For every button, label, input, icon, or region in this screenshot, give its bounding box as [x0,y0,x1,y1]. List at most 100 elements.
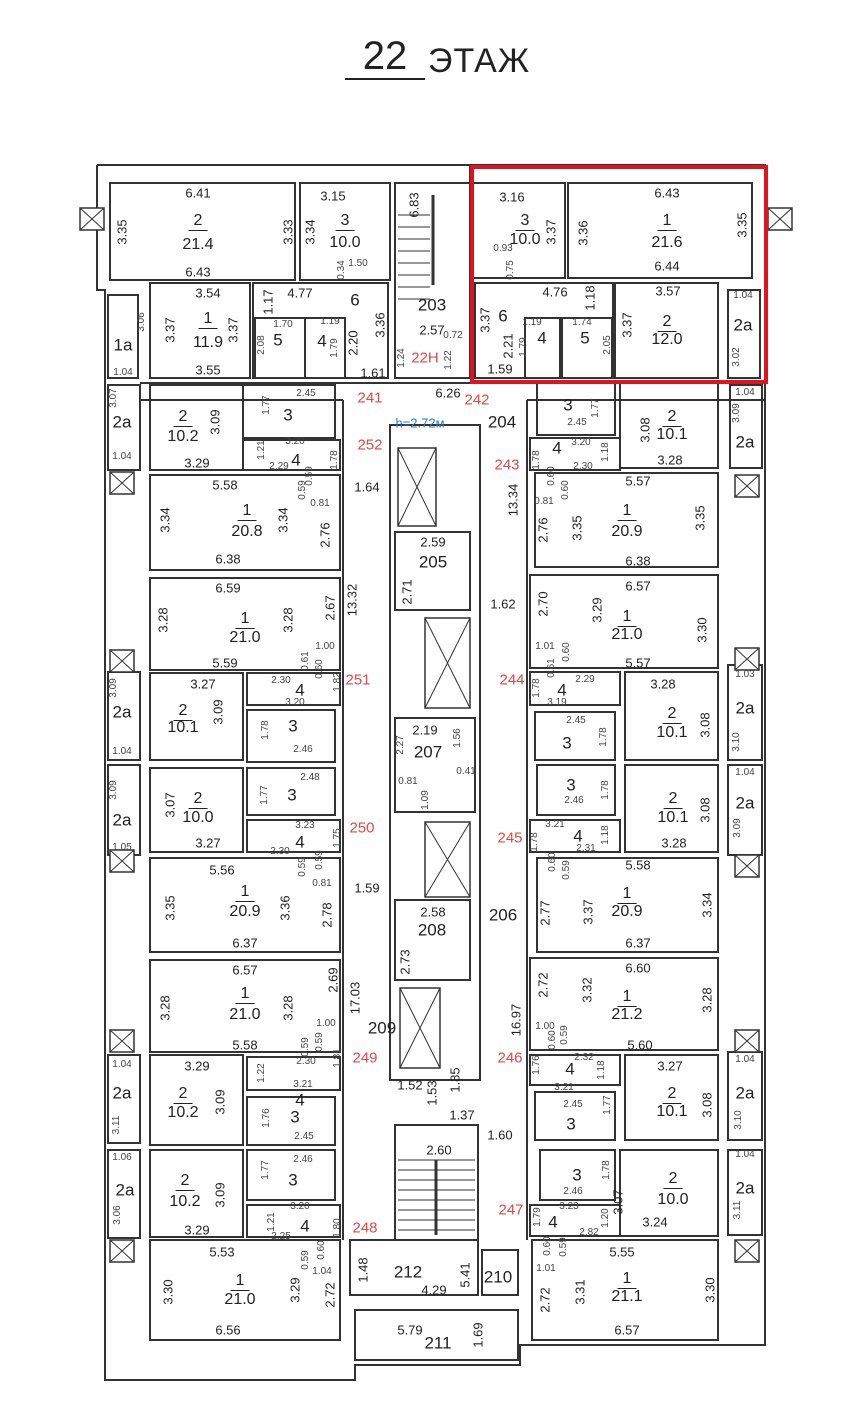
dimension-label: 3.24 [642,1214,668,1230]
room-number: 1 [235,986,255,1004]
dimension-label: 2.08 [256,335,267,355]
dimension-label: 6.37 [232,935,258,951]
dimension-label: 3.23 [295,820,315,831]
dimension-label: 0.81 [312,878,332,889]
bathroom [254,317,306,379]
room-label: 3 [566,775,576,795]
dimension-label: 0.34 [336,260,347,280]
room-label: 2a [112,702,132,722]
elevator-shaft [424,617,471,709]
dimension-label: 2.82 [579,1227,599,1238]
bathroom [246,1096,336,1146]
room-label: 204 [487,412,517,432]
dimension-label: 2.19 [412,722,438,738]
room-area: 21.0 [229,1006,261,1023]
floor-number: 22 [345,34,425,80]
dimension-label: 2.76 [317,522,333,548]
dimension-label: 1.04 [733,290,753,301]
dimension-label: 3.09 [212,1089,228,1115]
dimension-label: 5.57 [625,655,651,671]
balcony [727,1149,763,1236]
room [149,672,244,761]
dimension-label: 4.77 [287,285,313,301]
dimension-label: 0.72 [443,330,463,341]
dimension-label: 1.53 [424,1080,440,1106]
dimension-label: 1.85 [447,1067,463,1093]
vent-cross-icon [79,207,105,231]
balcony [107,1149,141,1239]
room [624,671,719,761]
room-number: 1 [237,503,257,521]
room-number: 2 [657,314,677,332]
bathroom [539,1149,616,1201]
vent-cross-icon [734,474,760,498]
vent-cross-icon [734,854,760,878]
dimension-label: 3.31 [572,1279,588,1305]
dimension-label: 3.30 [694,617,710,643]
lobby-207 [394,717,476,813]
dimension-label: 1.78 [260,720,271,740]
bathroom [536,764,616,816]
dimension-label: 1.18 [582,285,598,311]
dimension-label: 6.57 [232,962,258,978]
dimension-label: 1.22 [443,350,454,370]
room-area: 21.0 [229,629,261,646]
dimension-label: 0.60 [561,642,572,662]
dimension-label: 3.09 [108,780,119,800]
room-area: 10.0 [657,1191,689,1208]
dimension-label: 3.28 [157,995,173,1021]
dimension-label: 1.81 [332,1048,343,1068]
room-label: 2a [733,315,753,335]
room-label: 3 [288,1170,298,1190]
room-label: 4 [573,826,583,846]
room-label: 3 [563,395,573,415]
dimension-label: 6.37 [625,935,651,951]
bathroom [246,1149,336,1201]
dimension-label: 1.21 [266,1212,277,1232]
room-number: 1 [617,886,637,904]
dimension-label: 3.16 [499,189,525,205]
room-number: 3 [515,213,535,231]
room-number: 1 [617,609,637,627]
dimension-label: 0.59 [559,1025,570,1045]
room-area: 10.2 [167,1104,199,1121]
dimension-label: 3.28 [650,676,676,692]
dimension-label: 3.36 [372,312,388,338]
dimension-label: 3.35 [162,895,178,921]
dimension-label: 2.48 [300,772,320,783]
room [624,1054,719,1141]
room-label: 4 [295,1090,305,1110]
room-number: 2 [173,703,193,721]
room-area: 12.0 [651,331,683,348]
dimension-label: 1.21 [256,440,267,460]
ceiling-height-note: h=2.72м [395,415,445,431]
dimension-label: 0.59 [297,857,308,877]
lobby-205 [394,531,471,611]
dimension-label: 4.29 [421,1282,447,1298]
dimension-label: 3.57 [655,283,681,299]
dimension-label: 1.04 [112,451,132,462]
dimension-label: 13.34 [505,483,521,517]
living-room [109,182,296,281]
room [531,1239,719,1341]
dimension-label: 1.01 [535,641,555,652]
dimension-label: 1.79 [329,338,340,358]
dimension-label: 3.28 [155,607,171,633]
room-label: 4 [548,1212,558,1232]
room-number: 1 [230,1273,250,1291]
corridor-mark: 249 [352,1049,378,1067]
dimension-label: 3.37 [619,312,635,338]
dimension-label: 1.60 [487,1127,513,1143]
dimension-label: 1.04 [735,767,755,778]
room-label: 3 [290,1107,300,1127]
dimension-label: 3.30 [702,1277,718,1303]
room-number: 2 [188,791,208,809]
dimension-label: 3.34 [157,507,173,533]
bathroom [246,709,336,763]
room-label: 5 [580,328,590,348]
dimension-label: 1.77 [261,395,272,415]
hallway [246,819,341,853]
elevator-cross-icon [424,617,471,709]
dimension-label: 5.60 [627,1037,653,1053]
dimension-label: 0.59 [558,1237,569,1257]
